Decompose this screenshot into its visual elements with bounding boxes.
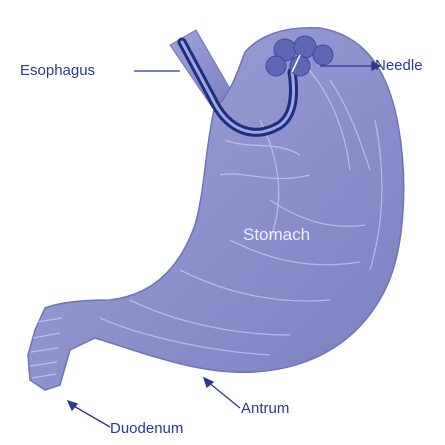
duodenum-label: Duodenum	[110, 420, 183, 438]
esophagus-label: Esophagus	[20, 62, 95, 80]
needle-label: Needle	[375, 57, 423, 75]
antrum-label: Antrum	[241, 400, 289, 418]
stomach-label: Stomach	[243, 226, 310, 244]
